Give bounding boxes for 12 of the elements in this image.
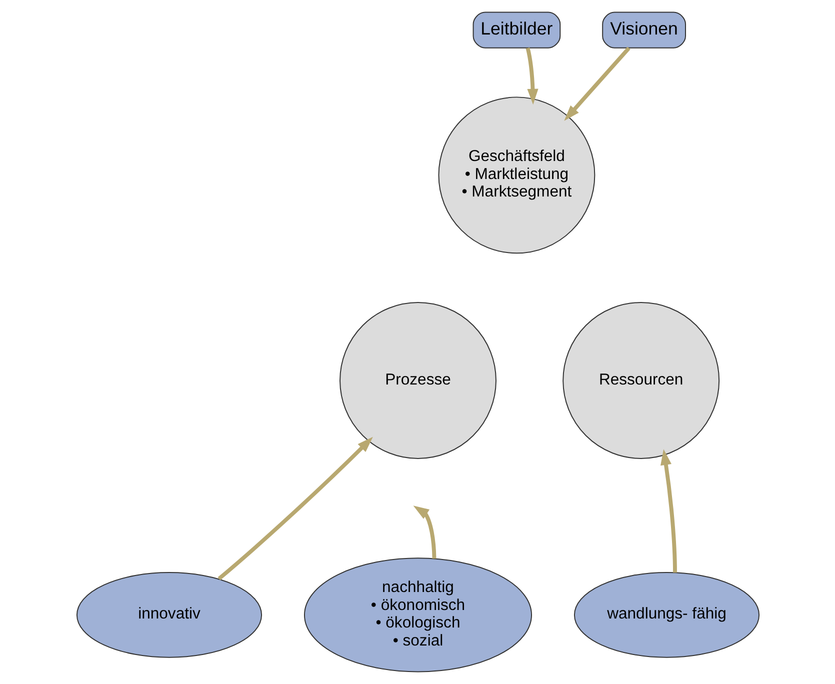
arrow: [217, 436, 372, 580]
node-ellipse: innovativ: [76, 572, 262, 658]
node-circle: Prozesse: [339, 302, 496, 459]
node-ellipse: wandlungs- fähig: [573, 572, 760, 658]
arrow: [564, 46, 630, 121]
node-box: Leitbilder: [472, 12, 560, 48]
node-circle: Ressourcen: [562, 302, 720, 459]
node-circle: Geschäftsfeld • Marktleistung • Marktsegment: [438, 96, 595, 254]
node-box: Visionen: [602, 12, 686, 48]
arrow: [660, 449, 676, 573]
arrow: [525, 48, 538, 105]
node-ellipse: nachhaltig • ökonomisch • ökologisch • sozial: [303, 558, 532, 672]
